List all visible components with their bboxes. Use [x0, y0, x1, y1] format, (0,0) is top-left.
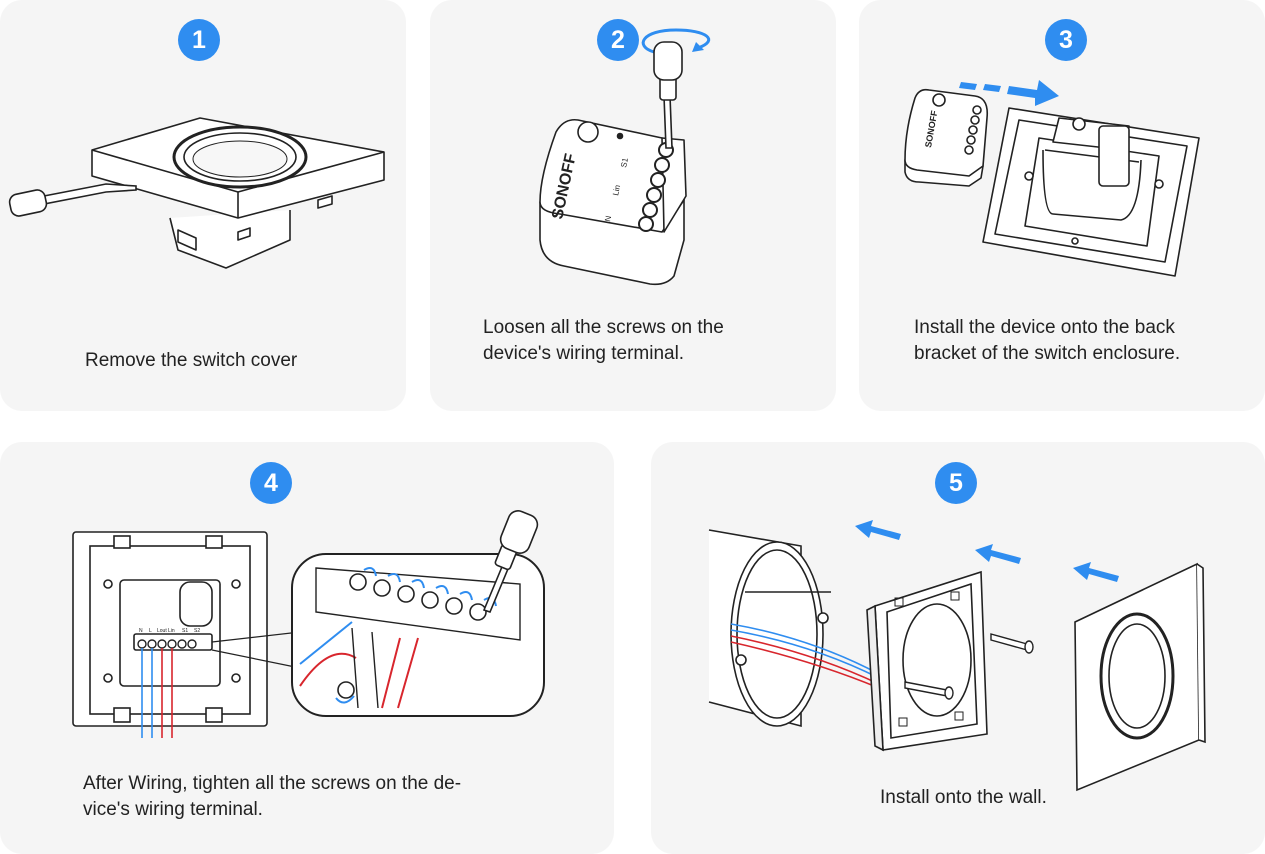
switch-cover-removal-illustration: [8, 117, 385, 269]
screwdriver-icon: [8, 183, 137, 217]
terminal-label-lin: Lin: [611, 184, 622, 196]
step-2-caption-line-1: Loosen all the screws on the: [483, 317, 724, 338]
install-device-illustration: SONOFF: [904, 80, 1200, 277]
screwdriver-icon: [653, 41, 683, 149]
rotate-arrow-icon: [641, 28, 711, 54]
terminal-label-l-4: L: [149, 628, 152, 634]
wiring-illustration: N L Lout Lin S1 S2: [72, 510, 545, 738]
step-5-badge: 5: [935, 462, 977, 504]
step-4-badge: 4: [250, 462, 292, 504]
terminal-label-lin-4: Lin: [168, 628, 175, 634]
step-1-card: 1 Remove the switch cover: [0, 0, 406, 411]
step-2-card: 2 S1 Lin N SONOFF: [430, 0, 836, 411]
step-4-caption-line-2: vice's wiring terminal.: [83, 799, 263, 820]
step-5-caption: Install onto the wall.: [880, 787, 1047, 808]
step-3-card: 3 SONOFF: [859, 0, 1265, 411]
step-2-caption-line-2: device's wiring terminal.: [483, 343, 685, 364]
terminal-label-s1-4: S1: [182, 628, 188, 634]
wall-install-illustration: [708, 520, 1206, 792]
terminal-label-n: N: [603, 215, 613, 223]
push-arrow-icon: [959, 80, 1059, 106]
step-4-card: 4 N L Lout Lin S1 S2: [0, 442, 614, 854]
terminal-label-s: S1: [619, 156, 630, 168]
terminal-label-s2-4: S2: [194, 628, 200, 634]
insert-arrow-icon: [855, 520, 1119, 582]
terminal-label-n-4: N: [139, 628, 143, 634]
step-3-caption-line-2: bracket of the switch enclosure.: [914, 343, 1181, 364]
screwdriver-icon: [482, 510, 539, 613]
step-3-badge: 3: [1045, 19, 1087, 61]
step-1-badge: 1: [178, 19, 220, 61]
step-3-caption-line-1: Install the device onto the back: [914, 317, 1175, 338]
step-4-caption-line-1: After Wiring, tighten all the screws on …: [83, 773, 462, 794]
step-5-card: 5: [651, 442, 1265, 854]
loosen-screws-illustration: S1 Lin N SONOFF: [539, 28, 711, 286]
step-1-caption: Remove the switch cover: [85, 350, 298, 371]
terminal-label-lout-4: Lout: [157, 628, 167, 634]
step-2-badge: 2: [597, 19, 639, 61]
